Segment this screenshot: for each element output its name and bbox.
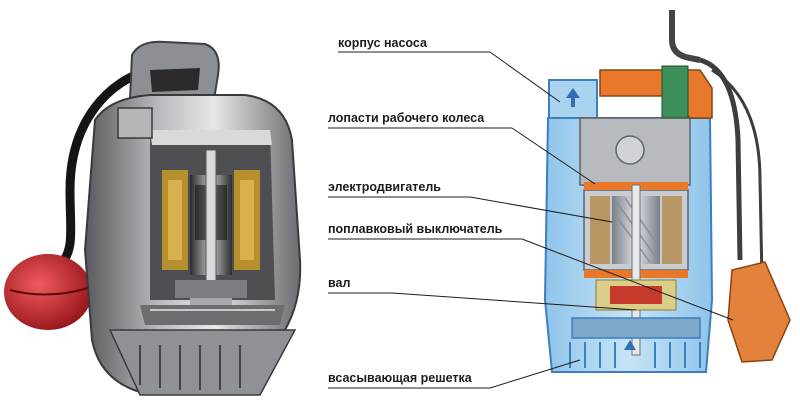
- outlet-pipe: [117, 107, 153, 139]
- orange-float: [727, 261, 791, 363]
- label-shaft: вал: [328, 276, 637, 311]
- label-group: корпус насоса лопасти рабочего колеса эл…: [328, 36, 734, 389]
- shaft-blue: [631, 184, 641, 356]
- red-float-switch: [4, 254, 92, 330]
- label-impeller-blades: лопасти рабочего колеса: [328, 111, 596, 185]
- label-text-float-switch: поплавковый выключатель: [328, 222, 503, 236]
- left-pump-illustration: [4, 40, 302, 396]
- label-text-shaft: вал: [328, 276, 350, 290]
- right-pump-section: [543, 10, 791, 373]
- float-switch-housing: [599, 69, 713, 119]
- label-float-switch: поплавковый выключатель: [328, 222, 734, 321]
- label-housing: корпус насоса: [338, 36, 561, 103]
- impeller: [140, 305, 285, 325]
- label-text-motor: электродвигатель: [328, 180, 441, 194]
- label-text-impeller-blades: лопасти рабочего колеса: [328, 111, 485, 125]
- label-intake-grid: всасывающая решетка: [328, 359, 581, 389]
- power-cable: [55, 65, 155, 270]
- intake-grid: [569, 342, 701, 368]
- label-text-intake-grid: всасывающая решетка: [328, 371, 473, 385]
- impeller-blue: [571, 317, 701, 339]
- right-cable: [669, 10, 701, 63]
- pump-base: [108, 329, 297, 396]
- capacitor: [615, 135, 645, 165]
- label-text-housing: корпус насоса: [338, 36, 428, 50]
- label-motor: электродвигатель: [328, 180, 613, 223]
